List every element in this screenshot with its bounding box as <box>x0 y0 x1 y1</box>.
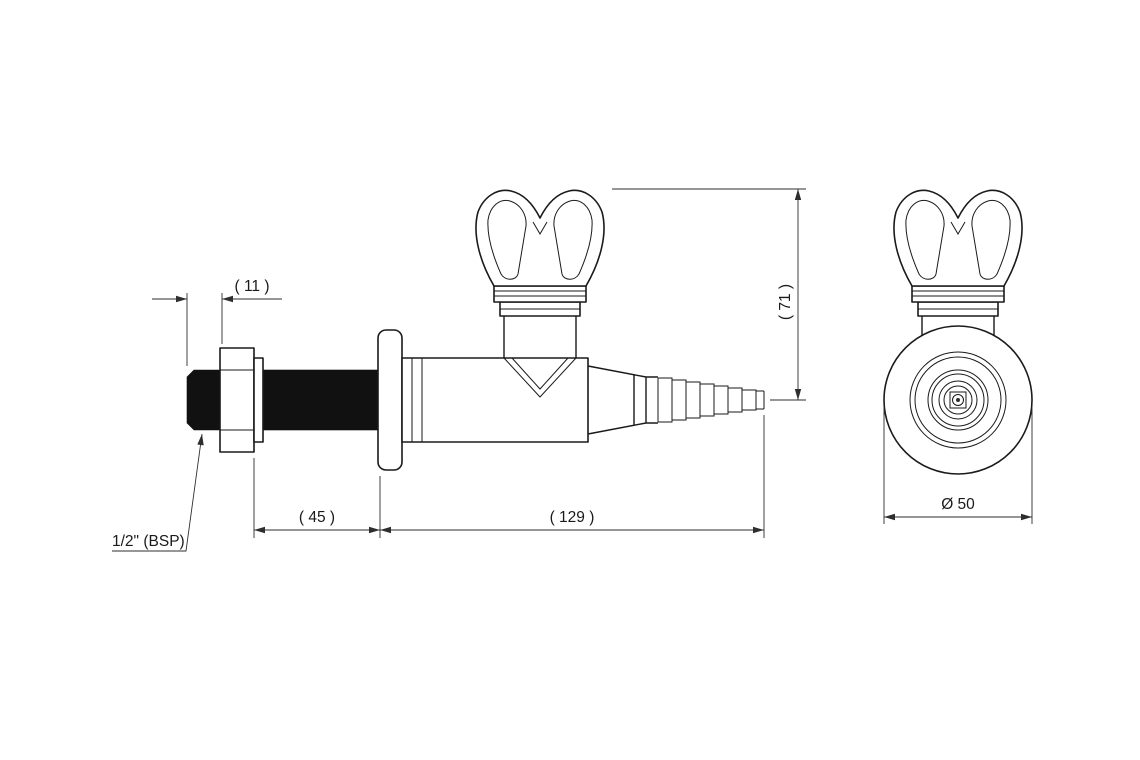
dim-flange-diameter: Ø 50 <box>883 408 1033 524</box>
handle-petal-left <box>487 199 527 280</box>
mounting-nut <box>219 347 264 453</box>
dimension-annotations: ( 11 ) ( 45 ) ( 129 ) ( 71 ) <box>112 188 1033 552</box>
valve-seat-cone <box>503 357 577 398</box>
handle-outline <box>475 189 605 287</box>
center-dot <box>956 398 960 402</box>
thread-left <box>186 369 223 431</box>
outlet-nozzle <box>587 365 765 435</box>
dim-flange-diameter-label: Ø 50 <box>941 496 975 513</box>
wall-flange <box>377 329 403 471</box>
dim-height: ( 71 ) <box>612 188 806 401</box>
dim-height-label: ( 71 ) <box>777 284 794 320</box>
front-view <box>883 189 1033 475</box>
thread-shank <box>186 369 381 431</box>
handle-center-notch <box>532 221 548 235</box>
dim-thread-protrusion: ( 11 ) <box>152 278 282 366</box>
bonnet-neck <box>503 316 577 358</box>
handle-side <box>475 189 605 317</box>
side-view <box>186 189 765 471</box>
valve-body <box>401 316 589 443</box>
dim-shank-length-label: ( 45 ) <box>299 509 335 526</box>
washer <box>253 357 264 443</box>
spindle-square <box>949 391 967 409</box>
dim-projection: ( 129 ) <box>380 415 765 538</box>
dim-projection-label: ( 129 ) <box>550 509 595 526</box>
nozzle-barbs <box>657 377 765 423</box>
skirt-band <box>493 285 587 303</box>
thread-spec-leader: 1/2" (BSP) <box>112 433 204 552</box>
thread-right <box>262 369 381 431</box>
thread-spec-label: 1/2" (BSP) <box>112 533 185 550</box>
neck-front <box>921 316 995 336</box>
dim-shank-length: ( 45 ) <box>253 458 381 538</box>
handle-petal-right <box>553 199 593 280</box>
flange-front <box>883 325 1033 475</box>
dim-thread-protrusion-label: ( 11 ) <box>234 278 269 295</box>
handle-front <box>893 189 1023 317</box>
